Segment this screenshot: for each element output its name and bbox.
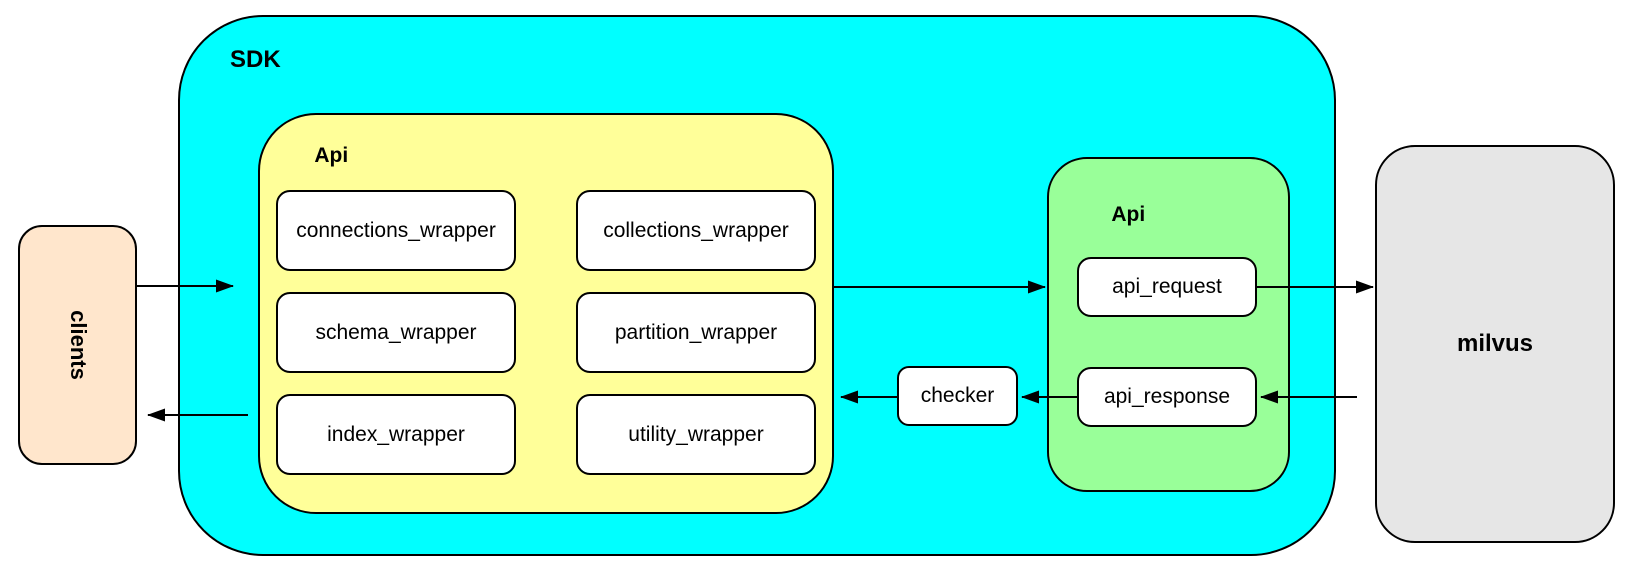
api-request-node: api_request <box>1077 257 1257 317</box>
clients-label: clients <box>65 310 91 380</box>
milvus-label: milvus <box>1456 330 1534 357</box>
collections-wrapper-node: collections_wrapper <box>576 190 816 271</box>
api-gateway-container <box>1047 157 1290 492</box>
connections-wrapper-node: connections_wrapper <box>276 190 516 271</box>
sdk-label: SDK <box>230 46 281 73</box>
schema-wrapper-node: schema_wrapper <box>276 292 516 373</box>
clients-node: clients <box>18 225 137 465</box>
checker-node: checker <box>897 366 1018 426</box>
api-gateway-label-line1: Api <box>1111 203 1146 227</box>
api-wrapper-label-line1: Api <box>314 144 349 168</box>
index-wrapper-node: index_wrapper <box>276 394 516 475</box>
utility-wrapper-node: utility_wrapper <box>576 394 816 475</box>
milvus-node: milvus <box>1375 145 1615 543</box>
api-response-node: api_response <box>1077 367 1257 427</box>
partition-wrapper-node: partition_wrapper <box>576 292 816 373</box>
